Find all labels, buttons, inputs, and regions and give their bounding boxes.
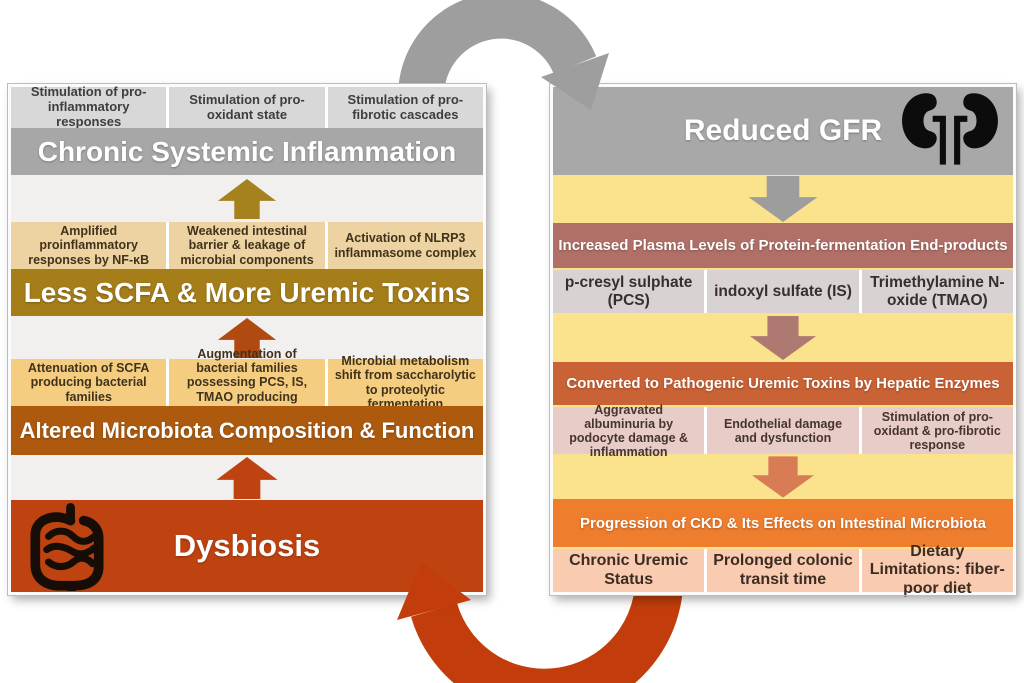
dysbiosis-label: Dysbiosis [173,528,321,563]
right-gap-2 [553,313,1013,362]
right-gap-1 [553,175,1013,223]
band-chronic-systemic-inflammation: Chronic Systemic Inflammation [11,128,483,175]
right-gap-3 [553,454,1013,499]
right-panel-kidney: Reduced GFR Increased Plasma Levels of P… [549,83,1017,597]
band-increased-plasma-levels: Increased Plasma Levels of Protein-ferme… [553,223,1013,268]
plasma-box: p-cresyl sulphate (PCS) [553,270,705,313]
progression-box: Dietary Limitations: fiber-poor diet [861,543,1013,597]
mediator-box-row: Amplified proinflammatory responses by N… [11,222,483,269]
progression-box-row: Chronic Uremic Status Prolonged colonic … [553,543,1013,597]
left-gap-1 [11,175,483,222]
mediator-box: Activation of NLRP3 inflammasome complex [327,222,483,269]
toxin-effect-box: Aggravated albuminuria by podocyte damag… [553,403,705,459]
up-arrow-icon [217,178,277,219]
microbiota-box: Augmentation of bacterial families posse… [169,347,325,418]
band-converted-to-uremic-toxins: Converted to Pathogenic Uremic Toxins by… [553,362,1013,405]
outcome-box: Stimulation of pro-oxidant state [169,87,325,128]
band-dysbiosis: Dysbiosis [11,500,483,592]
cycle-arc-bottom [410,556,684,683]
band-altered-microbiota: Altered Microbiota Composition & Functio… [11,406,483,455]
outcome-box-row: Stimulation of pro-inflammatory response… [11,84,483,129]
mediator-box: Weakened intestinal barrier & leakage of… [169,222,325,269]
band-progression-of-ckd: Progression of CKD & Its Effects on Inte… [553,499,1013,547]
microbiota-box: Attenuation of SCFA producing bacterial … [11,359,167,406]
toxin-effect-box: Endothelial damage and dysfunction [707,407,859,454]
reduced-gfr-label: Reduced GFR [683,114,883,147]
outcome-box: Stimulation of pro-fibrotic cascades [327,87,483,128]
up-arrow-icon [216,456,278,499]
left-panel-gut: Stimulation of pro-inflammatory response… [7,83,487,596]
down-arrow-icon [752,455,814,498]
left-gap-3 [11,455,483,500]
down-arrow-icon [748,176,818,222]
band-less-scfa-more-uremic-toxins: Less SCFA & More Uremic Toxins [11,269,483,316]
progression-box: Chronic Uremic Status [553,549,705,592]
intestine-icon [30,503,104,591]
toxin-effect-box: Stimulation of pro-oxidant & pro-fibroti… [861,407,1013,454]
down-arrow-icon [750,315,816,360]
progression-box: Prolonged colonic transit time [707,549,859,592]
outcome-box: Stimulation of pro-inflammatory response… [11,84,167,129]
microbiota-box-row: Attenuation of SCFA producing bacterial … [11,347,483,418]
band-reduced-gfr: Reduced GFR [553,87,1013,175]
toxin-effect-box-row: Aggravated albuminuria by podocyte damag… [553,403,1013,459]
left-gap-2 [11,316,483,359]
plasma-box: indoxyl sulfate (IS) [707,270,859,313]
up-arrow-icon [217,317,277,358]
mediator-box: Amplified proinflammatory responses by N… [11,222,167,269]
microbiota-box: Microbial metabolism shift from saccharo… [327,354,483,411]
kidneys-icon [902,93,998,165]
plasma-box-row: p-cresyl sulphate (PCS) indoxyl sulfate … [553,270,1013,313]
cycle-arc-top [398,0,597,118]
plasma-box: Trimethylamine N-oxide (TMAO) [861,270,1013,313]
